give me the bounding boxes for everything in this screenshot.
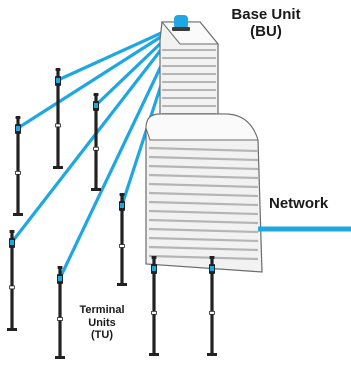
pole-icon (53, 68, 63, 169)
building-icon (145, 21, 351, 273)
terminal-units-label: Terminal Units (TU) (60, 304, 144, 342)
terminal-units-line1: Terminal (79, 304, 125, 316)
pole-icon (149, 256, 159, 356)
network-label: Network (269, 195, 329, 212)
wireless-link (16, 22, 183, 130)
pole-icon (117, 193, 127, 286)
pole-icon (55, 266, 65, 359)
terminal-units-line3: (TU) (91, 329, 113, 342)
base-unit (172, 15, 190, 31)
pole-icon (7, 230, 17, 331)
base-unit-abbrev: (BU) (250, 23, 282, 41)
pole-icon (207, 256, 217, 356)
terminal-units (7, 68, 217, 359)
pole-icon (91, 93, 101, 191)
terminal-units-line2: Units (88, 316, 116, 329)
radio-antenna-icon (174, 15, 188, 29)
pole-icon (13, 116, 23, 216)
base-unit-label: Base Unit (BU) (210, 6, 322, 41)
base-unit-title: Base Unit (231, 6, 301, 23)
